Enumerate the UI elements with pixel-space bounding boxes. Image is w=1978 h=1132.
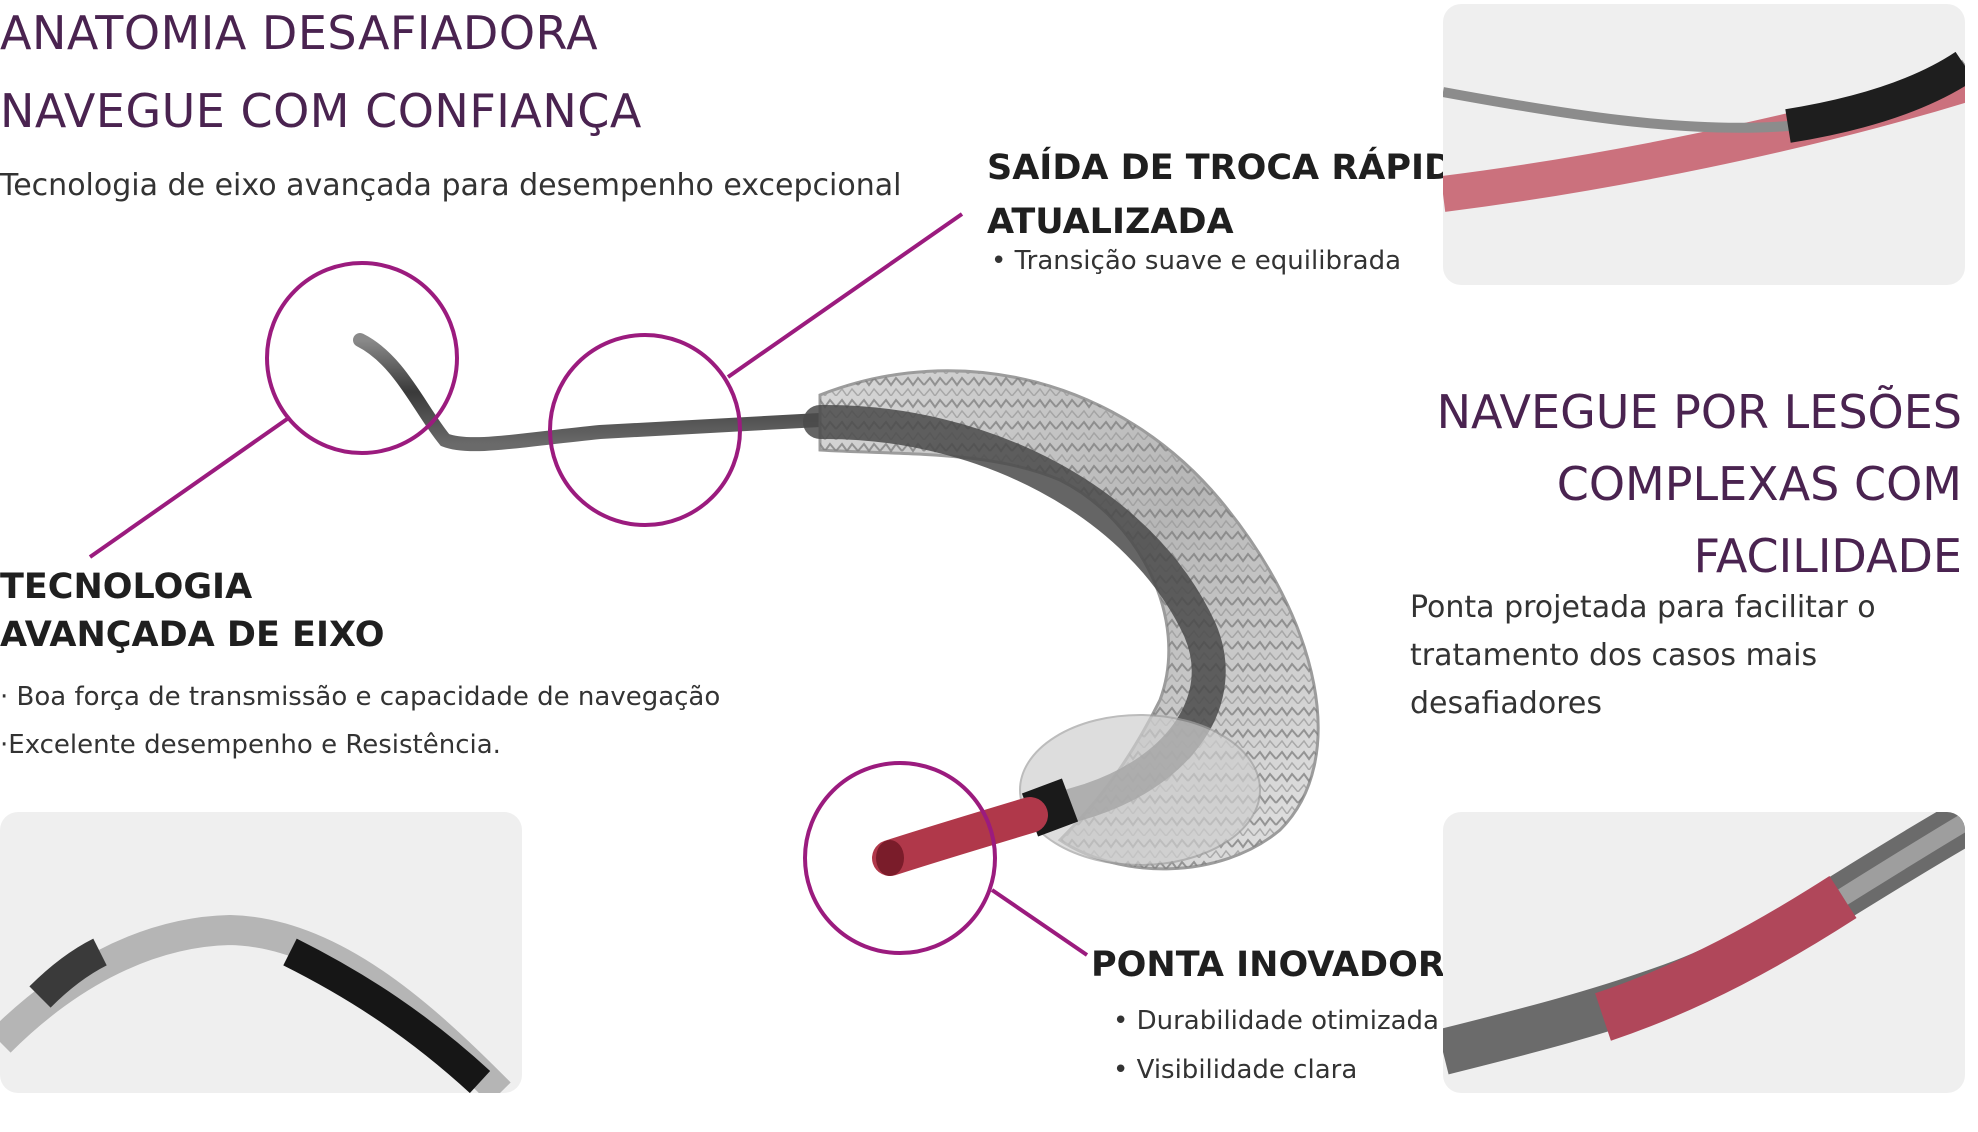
page-title-line1: ANATOMIA DESAFIADORA bbox=[0, 6, 599, 60]
lesions-title: NAVEGUE POR LESÕES COMPLEXAS COM FACILID… bbox=[1437, 376, 1962, 592]
balloon-bulb bbox=[1019, 714, 1261, 866]
callout-circle-exchange-port bbox=[548, 333, 742, 527]
shaft-bullet-1: · Boa força de transmissão e capacidade … bbox=[0, 682, 721, 712]
rapid-exchange-title-line1: SAÍDA DE TROCA RÁPIDA bbox=[987, 148, 1481, 188]
shaft-illustration bbox=[0, 914, 511, 1093]
lesions-title-line1: NAVEGUE POR LESÕES bbox=[1436, 385, 1962, 439]
rapid-exchange-title: SAÍDA DE TROCA RÁPIDA ATUALIZADA bbox=[987, 141, 1480, 249]
callout-circle-wire-tip bbox=[265, 261, 459, 455]
guide-wire bbox=[353, 333, 827, 452]
lesions-title-line3: FACILIDADE bbox=[1693, 529, 1962, 583]
red-tip bbox=[872, 797, 1048, 876]
detail-image-tip bbox=[1443, 812, 1965, 1093]
lesions-desc-line1: Ponta projetada para facilitar o bbox=[1410, 590, 1876, 625]
rapid-exchange-bullet: • Transição suave e equilibrada bbox=[991, 246, 1402, 276]
shaft-bullet-2: ·Excelente desempenho e Resistência. bbox=[0, 730, 501, 760]
exchange-port-illustration bbox=[1443, 51, 1965, 212]
lesions-desc-line2: tratamento dos casos mais desafiadores bbox=[1410, 638, 1818, 721]
detail-image-exchange-port bbox=[1443, 4, 1965, 285]
red-tip-end bbox=[876, 840, 904, 876]
page-title-line2: NAVEGUE COM CONFIANÇA bbox=[0, 84, 642, 138]
shaft-title-line1: TECNOLOGIA bbox=[0, 567, 253, 607]
tip-bullet-1: • Durabilidade otimizada bbox=[1113, 1006, 1439, 1036]
tip-title: PONTA INOVADORA bbox=[1091, 945, 1472, 985]
page-subtitle: Tecnologia de eixo avançada para desempe… bbox=[0, 168, 902, 203]
shaft-title: TECNOLOGIA AVANÇADA DE EIXO bbox=[0, 563, 384, 659]
lesions-description: Ponta projetada para facilitar o tratame… bbox=[1410, 584, 1978, 728]
tip-illustration bbox=[1443, 812, 1965, 1075]
leader-line-tip bbox=[990, 888, 1089, 957]
leader-line-shaft bbox=[88, 415, 292, 559]
shaft-title-line2: AVANÇADA DE EIXO bbox=[0, 615, 385, 655]
lesions-title-line2: COMPLEXAS COM bbox=[1556, 457, 1962, 511]
tip-bullet-2: • Visibilidade clara bbox=[1113, 1055, 1358, 1085]
rapid-exchange-title-line2: ATUALIZADA bbox=[987, 202, 1234, 242]
callout-circle-tip bbox=[803, 761, 997, 955]
detail-image-shaft bbox=[0, 812, 522, 1093]
leader-line-exchange bbox=[726, 212, 964, 379]
